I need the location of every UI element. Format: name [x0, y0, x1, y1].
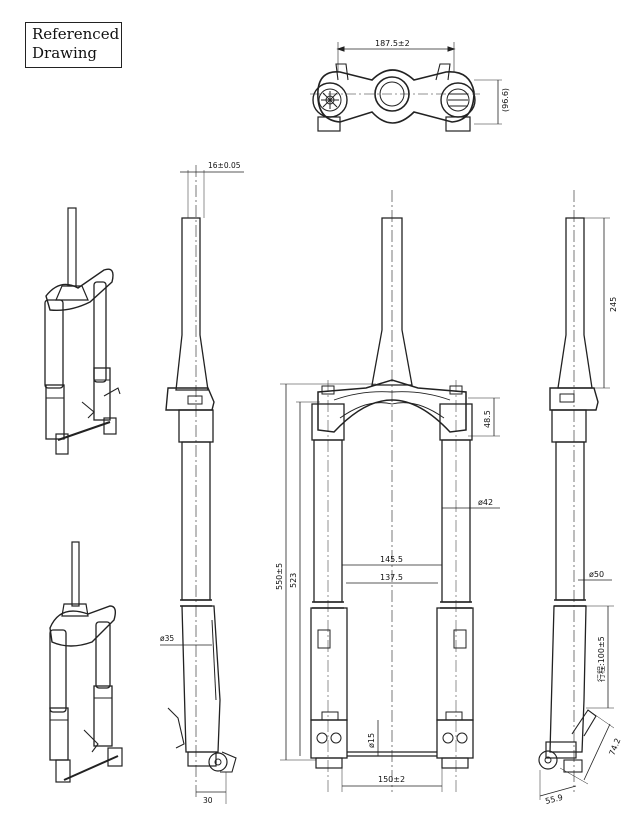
dim-crown-width: 187.5±2	[375, 39, 410, 48]
dim-dropout-offset: 55.9	[544, 793, 563, 806]
dim-dropout-width: 30	[203, 796, 213, 805]
dim-axle-to-crown: 523	[289, 573, 298, 588]
dim-lower-dia: ø50	[589, 570, 604, 579]
dim-overall-length: 550±5	[275, 563, 284, 590]
dim-stanchion-dia: ø35	[160, 634, 174, 643]
dim-crown-height: 48.5	[483, 410, 492, 428]
side-view-left	[160, 165, 244, 804]
dim-dropout-height: 74.2	[608, 737, 623, 757]
dim-crown-depth: (96.6)	[501, 88, 510, 112]
dim-axle-width: 150±2	[378, 775, 405, 784]
title-box: Referenced Drawing	[25, 22, 122, 68]
iso-view-rear	[49, 541, 123, 783]
dim-outer-width: 145.5	[380, 555, 403, 564]
iso-view-front	[44, 207, 121, 455]
dim-axle-dia: ø15	[367, 733, 376, 748]
side-view-right	[538, 190, 615, 800]
dim-steerer-length: 245	[609, 297, 618, 312]
dim-steerer-offset: 16±0.05	[208, 161, 241, 170]
dim-travel: 行程:100±5	[596, 636, 606, 682]
title-line-1: Referenced	[32, 25, 120, 43]
top-view	[310, 42, 502, 132]
dim-inner-width: 137.5	[380, 573, 403, 582]
title-line-2: Drawing	[32, 44, 98, 62]
front-view	[280, 190, 500, 792]
dim-upper-tube-dia: ø42	[478, 498, 493, 507]
